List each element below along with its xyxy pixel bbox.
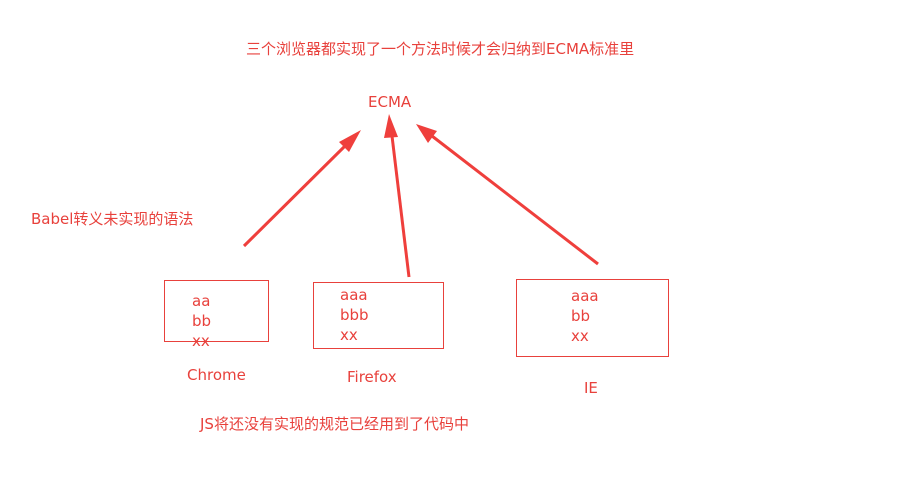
arrow-chrome-to-ecma bbox=[242, 130, 361, 248]
ie-item: bb bbox=[571, 307, 591, 325]
ecma-label: ECMA bbox=[368, 93, 412, 111]
arrow-ie-to-ecma bbox=[416, 124, 599, 266]
chrome-item: aa bbox=[192, 292, 211, 310]
ie-item: xx bbox=[571, 327, 589, 345]
firefox-item: bbb bbox=[340, 306, 369, 324]
arrow-firefox-to-ecma bbox=[384, 114, 411, 278]
chrome-box: aa bb xx bbox=[164, 280, 269, 350]
ie-item: aaa bbox=[571, 287, 599, 305]
babel-note: Babel转义未实现的语法 bbox=[31, 210, 194, 228]
chrome-label: Chrome bbox=[187, 366, 246, 384]
ie-label: IE bbox=[584, 379, 598, 397]
chrome-item: bb bbox=[192, 312, 212, 330]
heading: 三个浏览器都实现了一个方法时候才会归纳到ECMA标准里 bbox=[246, 40, 635, 58]
chrome-item: xx bbox=[192, 332, 210, 350]
firefox-item: aaa bbox=[340, 286, 368, 304]
firefox-box: aaa bbb xx bbox=[313, 282, 444, 349]
firefox-label: Firefox bbox=[347, 368, 397, 386]
bottom-note: JS将还没有实现的规范已经用到了代码中 bbox=[200, 415, 469, 433]
firefox-item: xx bbox=[340, 326, 358, 344]
ie-box: aaa bb xx bbox=[516, 279, 669, 357]
